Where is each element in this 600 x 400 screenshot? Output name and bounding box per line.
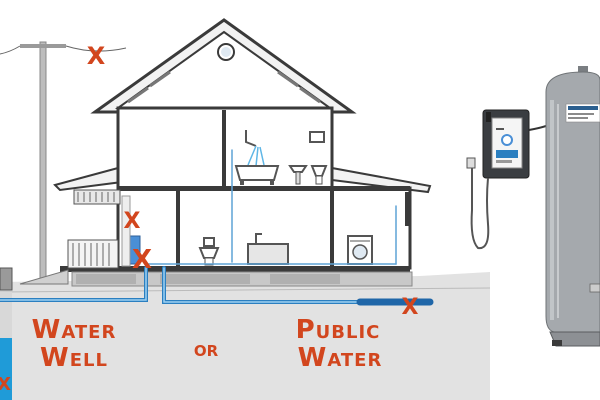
washing-machine-icon [347,235,373,265]
label-water-well-line1: Water [32,315,117,345]
label-or: or [194,337,219,362]
porch-steps [19,269,69,285]
power-cord [470,166,490,250]
label-water-well-line2: Well [40,343,108,373]
label-public-water: Public Water [296,315,383,373]
house [19,18,432,287]
bathtub-icon [234,165,280,185]
plug-icon [466,157,476,169]
label-public-line1: Public [296,315,381,345]
ground-edge [0,287,491,293]
water-well-icon [0,267,13,400]
plumbing-pipes [0,149,434,306]
x-marker: X [402,295,419,320]
x-marker: X [0,374,11,395]
shower-icon [245,130,265,167]
x-marker: X [87,42,106,70]
x-marker: X [124,209,141,234]
toilet-icon [309,131,328,185]
label-water-well: Water Well [32,315,117,373]
x-marker: X [132,245,152,275]
uv-controller-icon [482,109,547,179]
pressure-tank-icon [545,66,600,347]
sink-icon [288,165,308,185]
label-public-line2: Water [298,343,383,373]
toilet-icon [198,237,220,266]
